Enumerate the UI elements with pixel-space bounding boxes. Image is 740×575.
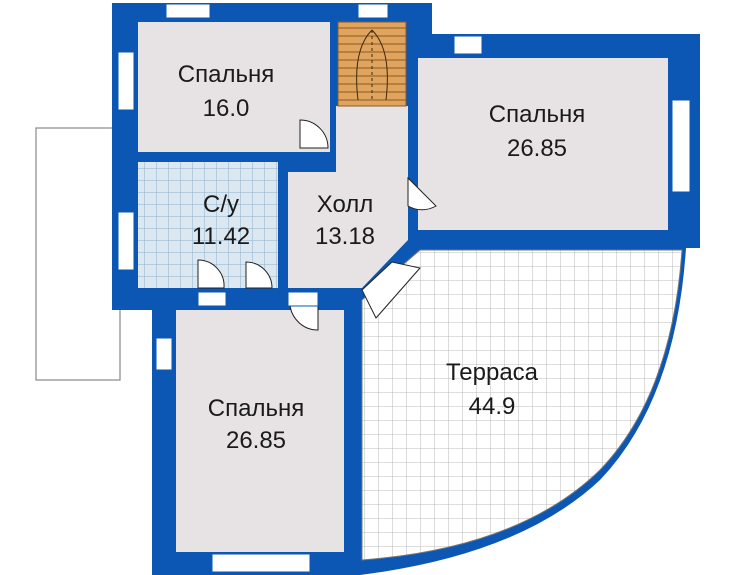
room-bedroom-3 — [176, 310, 344, 552]
room-area-bedroom-3: 26.85 — [226, 427, 286, 454]
room-area-bathroom: 11.42 — [192, 223, 250, 250]
room-name-bedroom-1: Спальня — [178, 61, 274, 88]
room-hall — [288, 106, 408, 288]
room-name-terrace: Терраса — [446, 359, 539, 386]
room-area-hall: 13.18 — [315, 223, 375, 250]
room-area-bedroom-1: 16.0 — [203, 95, 250, 122]
room-name-bedroom-2: Спальня — [489, 101, 585, 128]
windows — [117, 3, 691, 573]
balcony-outline — [35, 127, 121, 381]
room-name-hall: Холл — [317, 191, 374, 218]
room-bedroom-1 — [138, 22, 330, 152]
room-area-bedroom-2: 26.85 — [507, 135, 567, 162]
doors — [197, 119, 437, 331]
room-area-terrace: 44.9 — [469, 393, 516, 420]
room-name-bathroom: С/у — [203, 191, 239, 218]
stairs — [337, 21, 407, 107]
room-labels: Спальня 16.0 Спальня 26.85 С/у 11.42 Хол… — [178, 61, 585, 454]
terrace — [361, 249, 683, 561]
room-name-bedroom-3: Спальня — [208, 395, 304, 422]
room-bedroom-2 — [418, 58, 668, 230]
